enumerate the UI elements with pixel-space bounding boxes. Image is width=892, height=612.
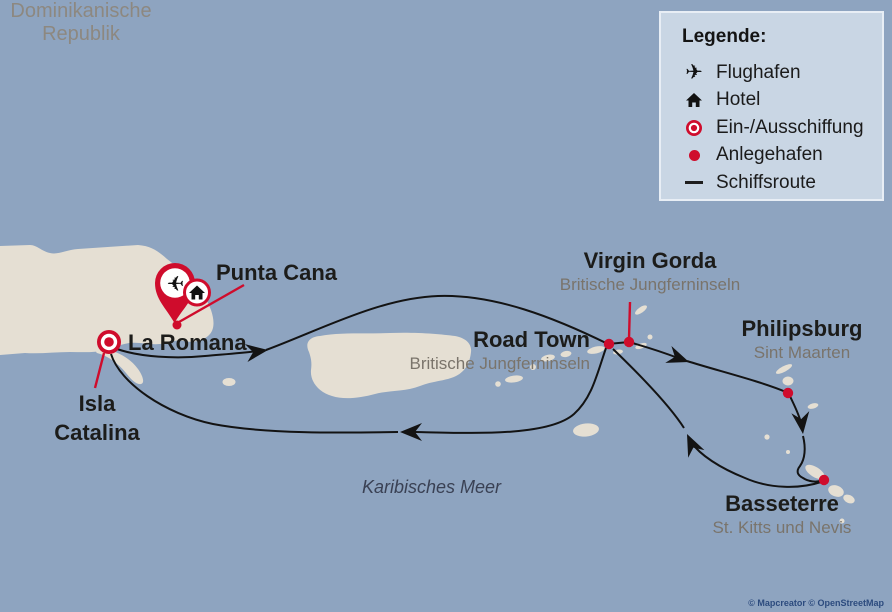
legend-item-anlegehafen: Anlegehafen [682, 142, 882, 170]
dot-punta-cana [172, 320, 182, 330]
route-to-road-town [612, 348, 685, 429]
road-town-name: Road Town [473, 327, 590, 352]
port-label-virgin-gorda: Virgin Gorda Britische Jungferninseln [539, 249, 761, 295]
map-attribution: © Mapcreator © OpenStreetMap [748, 598, 884, 608]
port-dot-icon [682, 149, 706, 161]
route-line-icon [682, 181, 706, 185]
pin-inner-circle [160, 268, 190, 298]
embark-ring-icon [682, 119, 706, 137]
island-statia [786, 450, 790, 454]
port-label-basseterre: Basseterre St. Kitts und Nevis [677, 492, 887, 538]
island-virgin-gorda [635, 305, 647, 315]
island-vieques [505, 375, 523, 383]
leader-punta-cana [178, 283, 245, 324]
dot-philipsburg [782, 387, 794, 399]
island-saba [764, 434, 770, 440]
airplane-icon: ✈ [167, 272, 185, 296]
legend-label-einausschiffung: Ein-/Ausschiffung [716, 116, 864, 138]
island-saona [222, 378, 236, 386]
route-to-basseterre [796, 435, 821, 483]
port-label-road-town: Road Town Britische Jungferninseln [378, 328, 590, 374]
islet [495, 381, 501, 387]
leader-virgin-gorda [627, 301, 632, 340]
legend-item-hotel: Hotel [682, 87, 882, 115]
dot-virgin-gorda [623, 336, 635, 348]
basseterre-subtitle: St. Kitts und Nevis [712, 518, 852, 537]
route-arrows [244, 344, 810, 458]
basseterre-name: Basseterre [725, 491, 839, 516]
ship-route [110, 294, 822, 488]
port-label-punta-cana: Punta Cana [216, 260, 338, 285]
islet [647, 334, 653, 340]
route-road-town-southwest [414, 347, 607, 434]
island-culebra [530, 364, 536, 370]
philipsburg-name: Philipsburg [741, 316, 863, 341]
peninsula-southeast [96, 348, 144, 385]
region-label-dominican-republic: Dominikanische Republik [0, 0, 162, 46]
port-label-la-romana: La Romana [128, 330, 247, 355]
port-markers: ✈ [97, 263, 830, 486]
port-label-isla-catalina: Isla Catalina [19, 389, 175, 447]
embark-ring-la-romana [97, 330, 121, 354]
island-puerto-rico [307, 332, 472, 399]
route-arrow-to-philipsburg [665, 346, 689, 363]
island-tortola [587, 346, 605, 354]
legend-label-hotel: Hotel [716, 89, 761, 111]
route-return-to-la-romana [110, 353, 399, 434]
route-arrow-east [244, 344, 268, 362]
house-icon [682, 91, 706, 109]
region-line1: Dominikanische [10, 0, 152, 22]
route-arrow-south [791, 411, 810, 434]
legend-item-schiffsroute: Schiffsroute [682, 169, 882, 197]
dot-basseterre [818, 474, 830, 486]
isla-catalina-line1: Isla [78, 391, 116, 416]
route-to-philipsburg [686, 360, 787, 393]
port-label-philipsburg: Philipsburg Sint Maarten [697, 317, 892, 363]
airplane-icon: ✈ [685, 60, 703, 85]
house-icon [189, 285, 205, 300]
route-arrow-west [400, 423, 422, 441]
route-la-romana-east [116, 348, 259, 359]
island-st-kitts [805, 464, 825, 480]
legend-panel: Legende: ✈ Flughafen Hotel Ein-/Ausschif… [659, 11, 884, 201]
leader-lines [93, 283, 632, 389]
legend-item-flughafen: ✈ Flughafen [682, 59, 882, 87]
legend-label-flughafen: Flughafen [716, 61, 801, 83]
isla-catalina-line2: Catalina [54, 420, 140, 445]
islet [839, 518, 845, 524]
route-arrow-northwest [687, 434, 705, 458]
island-st-martin [782, 376, 794, 386]
island-st-john [560, 350, 572, 358]
sea-label-caribbean: Karibisches Meer [362, 477, 502, 497]
virgin-gorda-name: Virgin Gorda [583, 248, 717, 273]
region-line2: Republik [42, 23, 120, 45]
punta-cana-pin: ✈ [155, 263, 211, 323]
islet [843, 494, 855, 504]
route-basseterre-west [690, 441, 822, 488]
philipsburg-subtitle: Sint Maarten [753, 343, 851, 362]
virgin-gorda-subtitle: Britische Jungferninseln [559, 275, 741, 294]
leader-isla-catalina [93, 352, 106, 389]
island-nevis [828, 485, 844, 497]
route-arc-to-virgin-gorda [265, 294, 679, 359]
road-town-subtitle: Britische Jungferninseln [409, 354, 590, 373]
legend-label-schiffsroute: Schiffsroute [716, 171, 816, 193]
dot-road-town [603, 338, 615, 350]
island-st-croix [573, 423, 599, 437]
legend-label-anlegehafen: Anlegehafen [716, 144, 823, 166]
island-st-thomas [541, 354, 555, 362]
island-anguilla [775, 364, 793, 374]
legend-title: Legende: [682, 26, 767, 47]
legend-item-einausschiffung: Ein-/Ausschiffung [682, 114, 882, 142]
island-st-barts [807, 403, 819, 409]
